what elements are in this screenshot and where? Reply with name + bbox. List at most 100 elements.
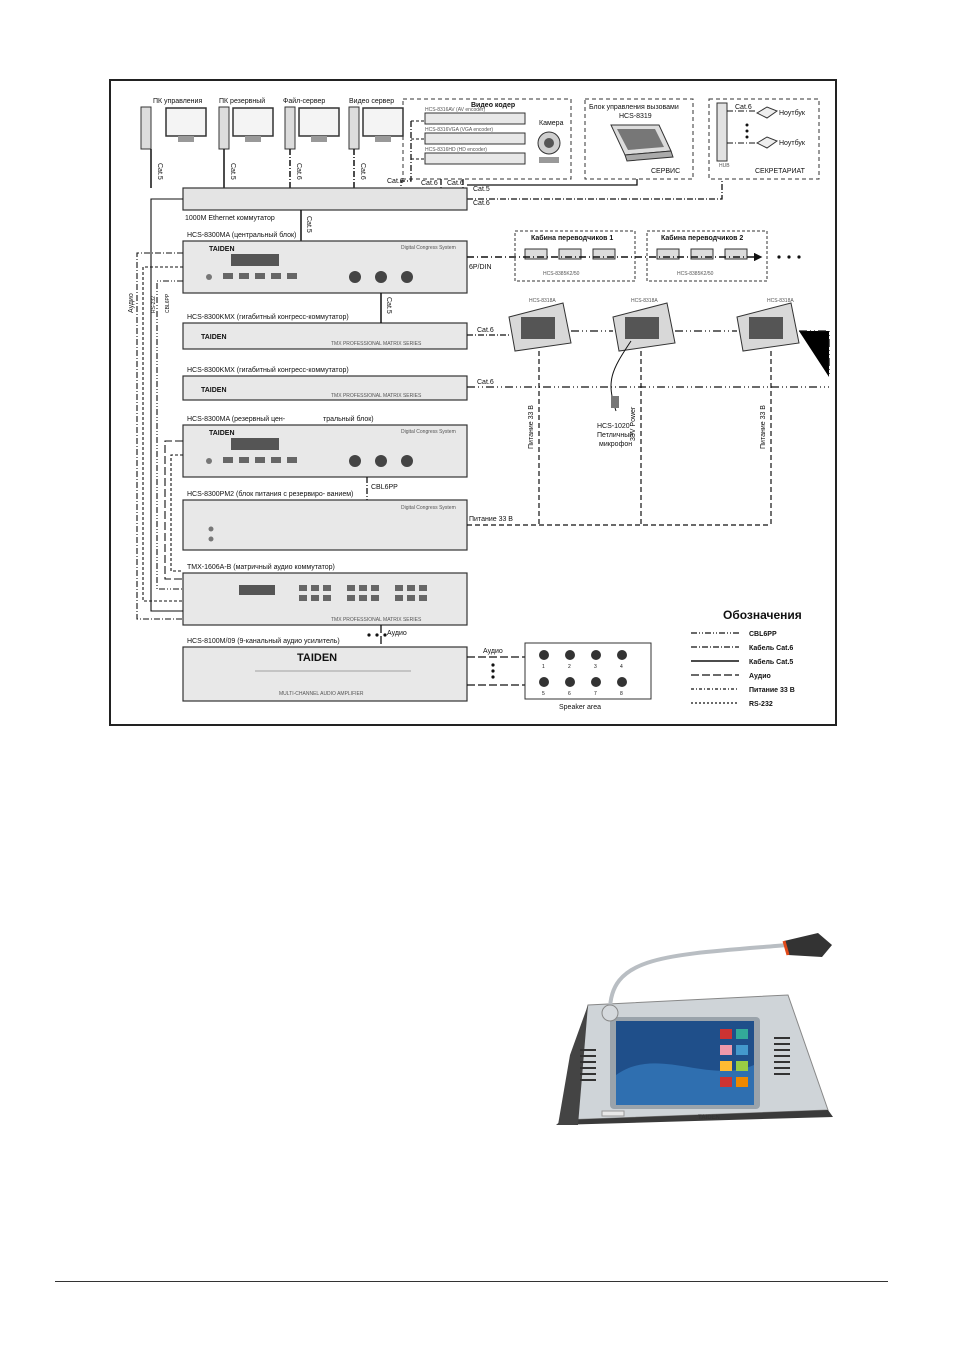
kmx2-cable: Cat.6 — [477, 379, 494, 386]
side-audio: Аудио — [128, 293, 135, 313]
mic-line2: микрофон — [599, 441, 632, 448]
system-diagram: ПК управления ПК резервный Файл-сервер В… — [109, 79, 837, 726]
central-unit: HCS-8300MA (центральный блок) TAIDEN Dig… — [183, 231, 467, 293]
speaker-area: 1 2 3 4 5 6 7 8 Speaker area — [525, 643, 651, 711]
kmx1-up-cable: Cat.5 — [385, 297, 392, 314]
matrix-series: TMX PROFESSIONAL MATRIX SERIES — [331, 617, 422, 623]
speaker-4: 4 — [620, 664, 623, 670]
switch-cable-4: Cat.5 — [473, 186, 490, 193]
switch-down-cable: Cat.5 — [305, 216, 312, 233]
laptop-1-label: Ноутбук — [779, 109, 806, 117]
kmx1-cable: Cat.6 — [477, 327, 494, 334]
central-brand: TAIDEN — [209, 246, 235, 253]
pc-reserve-cable: Cat.5 — [229, 163, 236, 180]
speaker-5: 5 — [542, 691, 545, 697]
kmx2-brand: TAIDEN — [201, 387, 227, 394]
call-control-group: Блок управления вызовами HCS-8319 СЕРВИС — [585, 99, 693, 179]
kmx2-label: HCS-8300KMX (гигабитный конгресс-коммута… — [187, 366, 349, 374]
kmx1-series: TMX PROFESSIONAL MATRIX SERIES — [331, 341, 422, 347]
photo-brand: TAIDEN — [698, 1115, 720, 1121]
unit-3-model: HCS-8318A — [767, 298, 794, 304]
pc-file-server-label: Файл-сервер — [283, 97, 325, 105]
pc-video-server-label: Видео сервер — [349, 98, 394, 105]
secretariat-group: Cat.6 Ноутбук Ноутбук HUB СЕКРЕТАРИАТ — [709, 99, 819, 179]
booth-2-model: HCS-8385K2/50 — [677, 271, 714, 277]
encoder-av: HCS-8316AV (AV encoder) — [425, 107, 485, 113]
mic-line1: Петличный — [597, 431, 633, 439]
secretariat-cable: Cat.6 — [735, 104, 752, 111]
speaker-2: 2 — [568, 664, 571, 670]
legend-item-6: RS-232 — [749, 701, 773, 708]
central-out-label: 6P/DIN — [469, 264, 492, 271]
lavalier-mic: HCS-1020 Петличный микрофон — [597, 341, 633, 448]
delegate-unit-1: HCS-8318A — [509, 298, 571, 351]
kmx1-brand: TAIDEN — [201, 334, 227, 341]
audio-amplifier: HCS-8100M/09 (9-канальный аудио усилител… — [183, 637, 467, 701]
pc-reserve-label: ПК резервный — [219, 97, 265, 105]
booth-2-title: Кабина переводчиков 2 — [661, 234, 743, 242]
amp-label: HCS-8100M/09 (9-канальный аудио усилител… — [187, 637, 340, 645]
legend-item-1: CBL6PP — [749, 631, 777, 638]
vlabel-1: Питание 33 В — [528, 405, 535, 449]
reserve-series: Digital Congress System — [401, 429, 456, 435]
pc-file-server-cable: Cat.6 — [295, 163, 302, 180]
pc-file-server: Файл-сервер — [283, 97, 339, 149]
central-label: HCS-8300MA (центральный блок) — [187, 231, 296, 239]
pc-control-label: ПК управления — [153, 98, 202, 105]
psu-power: Питание 33 В — [469, 516, 513, 523]
switch-cable-1: Cat.6 — [387, 178, 404, 185]
switch-cable-3: Cat.6 — [447, 180, 464, 187]
pc-control: ПК управления — [141, 98, 206, 149]
psu-series: Digital Congress System — [401, 505, 456, 511]
amp-audio-out: Аудио — [483, 648, 503, 655]
amp-brand: TAIDEN — [297, 652, 337, 664]
switch-cable-2: Cat.6 — [421, 180, 438, 187]
reserve-label-a: HCS-8300MA (резервный цен- — [187, 415, 286, 423]
camera-label: Камера — [539, 120, 564, 127]
legend-title: Обозначения — [723, 608, 802, 622]
pc-video-server-cable: Cat.6 — [359, 163, 366, 180]
kmx-1: HCS-8300KMX (гигабитный конгресс-коммута… — [183, 313, 467, 349]
reserve-central-unit: HCS-8300MA (резервный цен- тральный блок… — [183, 415, 467, 477]
psu-cable: CBL6PP — [371, 484, 398, 491]
legend-item-2: Кабель Cat.6 — [749, 644, 793, 652]
amp-audio-in: Аудио — [387, 630, 407, 637]
vlabel-3: Питание 33 В — [760, 405, 767, 449]
audio-matrix: TMX-1606A-B (матричный аудио коммутатор)… — [183, 563, 467, 625]
amp-series: MULTI-CHANNEL AUDIO AMPLIFIER — [279, 691, 364, 697]
laptop-2-label: Ноутбук — [779, 139, 806, 147]
booth-2: Кабина переводчиков 2 HCS-8385K2/50 — [647, 231, 767, 281]
unit-1-model: HCS-8318A — [529, 298, 556, 304]
reserve-brand: TAIDEN — [209, 430, 235, 437]
call-unit-note: СЕРВИС — [651, 168, 680, 175]
encoder-vga: HCS-8316VGA (VGA encoder) — [425, 127, 493, 133]
speaker-7: 7 — [594, 691, 597, 697]
speaker-3: 3 — [594, 664, 597, 670]
booth-1: Кабина переводчиков 1 HCS-8385K2/50 — [515, 231, 635, 281]
video-coder-group: Видео кодер HCS-8316AV (AV encoder) HCS-… — [403, 99, 571, 179]
hub-label: HUB — [719, 163, 730, 169]
kmx1-label: HCS-8300KMX (гигабитный конгресс-коммута… — [187, 313, 349, 321]
encoder-hd: HCS-8316HD (HD encoder) — [425, 147, 487, 153]
switch-label: 1000M Ethernet коммутатор — [185, 215, 275, 222]
psu-label: HCS-8300PM2 (блок питания с резервиро- в… — [187, 490, 353, 498]
footer-rule — [55, 1281, 888, 1282]
secretariat-label: СЕКРЕТАРИАТ — [755, 168, 806, 175]
kmx2-series: TMX PROFESSIONAL MATRIX SERIES — [331, 393, 422, 399]
pc-control-cable: Cat.5 — [156, 163, 163, 180]
legend-item-4: Аудио — [749, 673, 771, 680]
speaker-area-label: Speaker area — [559, 704, 601, 711]
psu-unit: HCS-8300PM2 (блок питания с резервиро- в… — [183, 490, 467, 550]
side-cbl6pp: CBL6PP — [165, 293, 171, 313]
vlabel-2: 33V Power — [630, 406, 637, 441]
unit-2-model: HCS-8318A — [631, 298, 658, 304]
reserve-label-b: тральный блок) — [323, 415, 374, 423]
delegate-unit-3: HCS-8318A — [737, 298, 799, 351]
diagram-canvas: ПК управления ПК резервный Файл-сервер В… — [111, 81, 835, 724]
legend-item-5: Питание 33 В — [749, 687, 795, 694]
product-photo: TAIDEN — [548, 925, 838, 1135]
pc-reserve: ПК резервный — [219, 97, 273, 149]
kmx-2: HCS-8300KMX (гигабитный конгресс-коммута… — [183, 366, 467, 400]
matrix-label: TMX-1606A-B (матричный аудио коммутатор) — [187, 563, 335, 571]
switch-cable-5: Cat.6 — [473, 200, 490, 207]
